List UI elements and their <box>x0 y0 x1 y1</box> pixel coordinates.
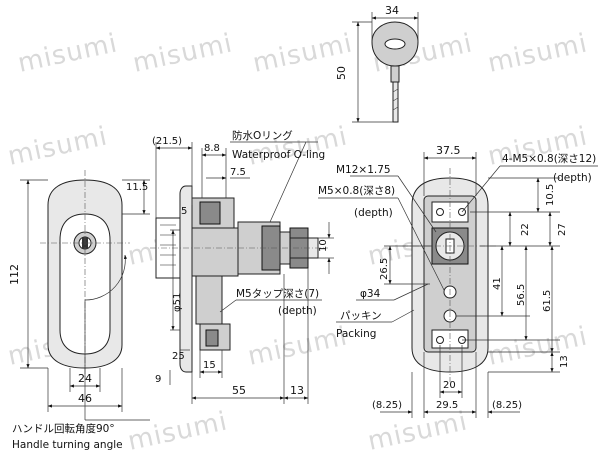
front-view: ハンドル回転角度90° Handle turning angle 112 11.… <box>8 170 150 451</box>
side-9-label: 9 <box>155 374 161 385</box>
oring-label-jp: 防水Oリング <box>232 129 293 142</box>
angle-label-jp: ハンドル回転角度90° <box>12 422 115 435</box>
rear-26-5-label: 26.5 <box>379 258 390 280</box>
front-bottom-label: 24 <box>78 372 92 385</box>
m5-label-en: (depth) <box>354 207 393 219</box>
side-7-5-label: 7.5 <box>230 167 246 178</box>
rear-10-5-label: 10.5 <box>545 184 556 206</box>
rear-27-label: 27 <box>557 223 568 236</box>
side-flange-shape <box>179 185 193 373</box>
front-width-label: 46 <box>78 392 92 405</box>
watermark-text: misumi <box>130 28 235 78</box>
packing-label-en: Packing <box>336 328 376 340</box>
packing-label-jp: パッキン <box>340 310 382 322</box>
rear-61-5-label: 61.5 <box>542 290 553 312</box>
front-offset-label: 11.5 <box>126 182 148 193</box>
watermark-text: misumi <box>245 321 350 371</box>
body-upper-detail <box>199 201 221 225</box>
m12-label: M12×1.75 <box>336 164 391 176</box>
tap-label-jp: M5タップ深さ(7) <box>236 288 319 300</box>
watermark-text: misumi <box>365 406 470 456</box>
side-10-label: 10 <box>318 239 329 252</box>
key-blade-shape <box>392 81 399 123</box>
m5-label-jp: M5×0.8(深さ8) <box>318 185 395 197</box>
rear-56-5-label: 56.5 <box>516 284 527 306</box>
rear-8-25-right-label: (8.25) <box>492 400 522 411</box>
watermark-text: misumi <box>485 321 590 371</box>
side-5-label: 5 <box>181 206 187 217</box>
oring-label-en: Waterproof O-ling <box>232 149 325 161</box>
angle-label-en: Handle turning angle <box>12 439 123 451</box>
side-depth-label: (21.5) <box>152 136 182 147</box>
side-15-label: 15 <box>203 360 216 371</box>
mount-hole-tl <box>436 208 444 216</box>
key-height-label: 50 <box>335 66 348 80</box>
rear-41-label: 41 <box>492 277 503 290</box>
m5x4-label-jp: 4-M5×0.8(深さ12) <box>502 153 596 165</box>
side-25-label: 25 <box>172 351 185 362</box>
m5-leader <box>397 197 445 291</box>
side-8-8-label: 8.8 <box>204 143 220 154</box>
m5x4-leader <box>461 165 501 213</box>
tap-leader <box>219 299 237 313</box>
front-height-label: 112 <box>8 264 21 285</box>
oring-leader <box>269 141 307 223</box>
rear-view: 37.5 4-M5×0.8(深さ12) (depth) M12×1.75 M5×… <box>318 144 598 418</box>
tap-label-en: (depth) <box>278 305 317 317</box>
latch-body-shape <box>195 275 223 325</box>
side-13-label: 13 <box>290 384 304 397</box>
watermark-text: misumi <box>5 121 110 171</box>
rear-20-label: 20 <box>443 380 456 391</box>
key-neck-shape <box>390 65 400 83</box>
body-center-shape <box>191 227 239 277</box>
side-phi51-label: φ51 <box>172 293 183 312</box>
packing-leader <box>391 309 415 323</box>
rear-13-label: 13 <box>559 355 570 368</box>
key-width-label: 34 <box>385 4 399 17</box>
side-55-label: 55 <box>232 384 246 397</box>
key-hole-shape <box>384 38 406 50</box>
rear-top-width-label: 37.5 <box>436 144 461 157</box>
latch-lower-detail <box>205 329 219 347</box>
phi34-label: φ34 <box>360 288 381 300</box>
phi34-leader <box>393 283 429 301</box>
rear-8-25-left-label: (8.25) <box>372 400 402 411</box>
m12-leader <box>397 175 437 233</box>
turning-angle-arc <box>84 254 128 301</box>
key-view: 34 50 <box>335 4 419 123</box>
mount-hole-bl <box>436 336 444 344</box>
side-view: (21.5) 8.8 7.5 5 防水Oリング Waterproof O-lin… <box>150 129 334 404</box>
rear-29-5-label: 29.5 <box>436 400 458 411</box>
watermark-text: misumi <box>125 406 230 456</box>
watermark-text: misumi <box>485 28 590 78</box>
rear-22-label: 22 <box>520 223 531 236</box>
m5x4-label-en: (depth) <box>553 172 592 184</box>
watermark-text: misumi <box>15 28 120 78</box>
